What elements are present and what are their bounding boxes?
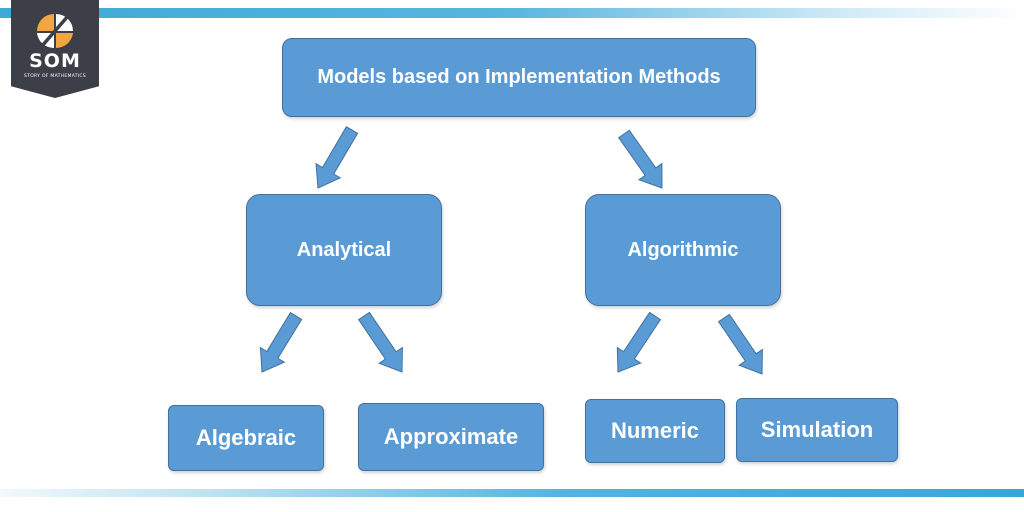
- som-logo: SOM STORY OF MATHEMATICS: [11, 0, 99, 98]
- root-node: Models based on Implementation Methods: [282, 38, 756, 117]
- logo-brand-text: SOM: [29, 50, 81, 72]
- bottom-accent-stripe: [0, 489, 1024, 497]
- branch-node-analytical: Analytical: [246, 194, 442, 306]
- som-logo-icon: [37, 14, 73, 49]
- arrow-root-to-algorithmic-icon: [618, 129, 663, 189]
- logo-tagline: STORY OF MATHEMATICS: [24, 74, 86, 79]
- leaf-node-approximate: Approximate: [358, 403, 544, 471]
- leaf-node-simulation: Simulation: [736, 398, 898, 462]
- leaf-node-algebraic: Algebraic: [168, 405, 324, 471]
- arrow-algorithmic-to-numeric-icon: [616, 311, 662, 373]
- branch-node-algorithmic: Algorithmic: [585, 194, 781, 306]
- leaf-node-numeric: Numeric: [585, 399, 725, 463]
- top-accent-stripe: [0, 8, 1024, 18]
- arrow-algorithmic-to-simulation-icon: [717, 313, 763, 375]
- arrow-root-to-analytical-icon: [315, 126, 359, 189]
- arrow-analytical-to-algebraic-icon: [259, 311, 303, 373]
- arrow-analytical-to-approximate-icon: [357, 311, 403, 373]
